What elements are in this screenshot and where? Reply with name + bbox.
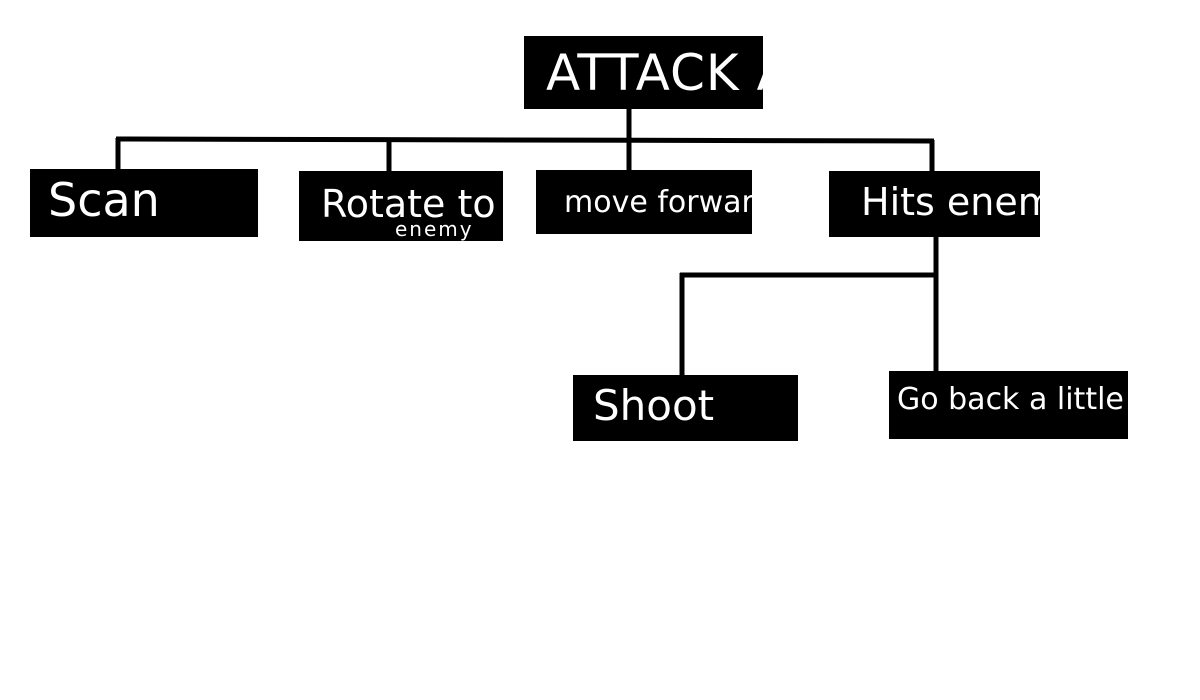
node-shoot: Shoot — [573, 375, 798, 441]
node-go-back-a-little: Go back a little — [889, 371, 1128, 439]
node-label: Hits enemy? — [861, 180, 1040, 224]
node-hits-enemy: Hits enemy? — [829, 171, 1040, 237]
node-label: ATTACK AI — [546, 44, 763, 102]
node-label: move forward — [564, 185, 752, 220]
node-label: Go back a little — [897, 382, 1124, 417]
node-label: Scan — [48, 173, 160, 227]
connector-top-bus — [115, 136, 935, 144]
node-scan: Scan — [30, 169, 258, 237]
node-label-continuation: enemy — [395, 217, 474, 241]
node-label: Rotate to — [321, 182, 496, 226]
node-rotate-to-enemy: Rotate to enemy — [299, 171, 503, 241]
node-label: Shoot — [593, 381, 715, 430]
node-move-forward: move forward — [536, 170, 752, 234]
node-attack-ai: ATTACK AI — [524, 36, 763, 109]
